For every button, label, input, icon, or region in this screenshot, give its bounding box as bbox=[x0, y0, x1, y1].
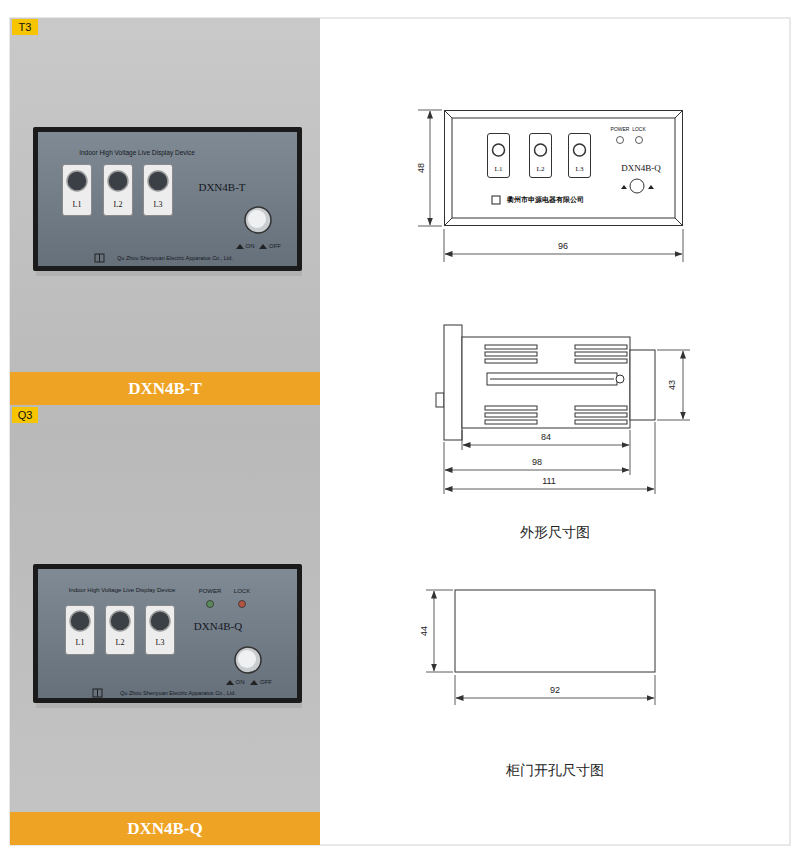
model-title: DXN4B-T bbox=[128, 379, 202, 399]
panel-heading: Indoor High Voltage Live Display Device bbox=[69, 587, 176, 594]
indicator-lamp bbox=[493, 144, 505, 156]
switch-label: OFF bbox=[260, 679, 272, 686]
tag: Q3 bbox=[12, 407, 38, 423]
lamp-label: POWER bbox=[199, 588, 222, 595]
phase-label: L2 bbox=[537, 165, 545, 173]
indicator-lamp bbox=[150, 611, 170, 631]
lamp-label: POWER bbox=[611, 127, 630, 133]
knob bbox=[245, 207, 271, 233]
photo-ground bbox=[10, 18, 320, 845]
indicator-lamp bbox=[110, 611, 130, 631]
indicator-window: L2 bbox=[105, 605, 135, 655]
dimension-label: 48 bbox=[416, 163, 426, 173]
maker-logo bbox=[97, 689, 98, 697]
knob bbox=[630, 179, 644, 193]
lamp-label: LOCK bbox=[632, 127, 646, 133]
indicator-lamp bbox=[535, 144, 547, 156]
tag-text: Q3 bbox=[18, 409, 33, 422]
phase-label: L1 bbox=[73, 200, 82, 209]
model-band: DXN4B-Q bbox=[10, 812, 320, 845]
door-cutout bbox=[455, 590, 655, 672]
model-title: DXN4B-Q bbox=[127, 819, 203, 839]
indicator-window: L3 bbox=[143, 164, 173, 216]
phase-label: L3 bbox=[156, 638, 165, 647]
device-panel: Indoor High Voltage Live Display Device P… bbox=[33, 564, 302, 703]
side-view bbox=[436, 325, 655, 440]
lock-led bbox=[239, 601, 246, 608]
lamp-label: LOCK bbox=[234, 588, 250, 595]
side-view-dimensions bbox=[444, 350, 690, 494]
bezel bbox=[675, 218, 683, 226]
device-panel: Indoor High Voltage Live Display DeviceD… bbox=[33, 127, 302, 271]
phase-label: L1 bbox=[76, 638, 85, 647]
panel-heading: Indoor High Voltage Live Display Device bbox=[79, 149, 195, 156]
indicator-lamp bbox=[148, 171, 168, 191]
dimension-label: 43 bbox=[667, 380, 677, 390]
indicator-window: L2 bbox=[529, 133, 552, 178]
switch-symbol bbox=[236, 244, 244, 249]
model-band: DXN4B-T bbox=[10, 372, 320, 405]
indicator-lamp bbox=[574, 144, 586, 156]
phase-label: L3 bbox=[576, 165, 584, 173]
switch-symbol bbox=[250, 680, 258, 685]
panel-details bbox=[105, 605, 135, 655]
cutout-dimensions bbox=[426, 590, 655, 705]
indicator-window: L1 bbox=[487, 133, 510, 178]
figure-caption: 柜门开孔尺寸图 bbox=[506, 762, 604, 778]
switch-label: ON bbox=[236, 679, 245, 686]
knob-face bbox=[238, 650, 256, 668]
switch-symbol bbox=[259, 244, 267, 249]
switch-symbol bbox=[648, 185, 654, 189]
switch-label: OFF bbox=[269, 243, 281, 250]
knob bbox=[235, 647, 261, 673]
figure-caption: 外形尺寸图 bbox=[520, 524, 590, 540]
indicator-window: L3 bbox=[145, 605, 175, 655]
lock-led bbox=[636, 137, 643, 144]
bezel bbox=[444, 218, 452, 226]
model-text: DXN4B-Q bbox=[621, 163, 661, 173]
dimension-label: 92 bbox=[550, 685, 560, 695]
panel-details bbox=[65, 605, 95, 655]
dimension-label: 84 bbox=[541, 432, 551, 442]
indicator-window: L2 bbox=[103, 164, 133, 216]
maker-logo bbox=[99, 254, 100, 262]
sheet-frame bbox=[10, 18, 790, 845]
tag: T3 bbox=[12, 19, 38, 35]
switch-symbol bbox=[226, 680, 234, 685]
tag-text: T3 bbox=[19, 21, 32, 34]
maker-logo bbox=[93, 689, 102, 697]
maker-logo bbox=[95, 254, 104, 262]
phase-label: L2 bbox=[114, 200, 123, 209]
phase-label: L2 bbox=[116, 638, 125, 647]
indicator-window: L1 bbox=[65, 605, 95, 655]
panel-details bbox=[145, 605, 175, 655]
knob-face bbox=[248, 210, 266, 228]
bezel bbox=[444, 110, 452, 118]
power-led bbox=[207, 601, 214, 608]
indicator-lamp bbox=[67, 171, 87, 191]
dimension-label: 44 bbox=[419, 626, 429, 636]
indicator-lamp bbox=[108, 171, 128, 191]
model-text: DXN4B-T bbox=[198, 181, 245, 194]
dimension-label: 98 bbox=[532, 457, 542, 467]
phase-label: L3 bbox=[154, 200, 163, 209]
bezel bbox=[452, 118, 675, 218]
maker-logo bbox=[492, 196, 500, 204]
front-view-dimensions bbox=[418, 110, 683, 262]
power-led bbox=[617, 137, 624, 144]
front-view: POWERLOCK DXN4B-Q 衢州市申源电器有限公司 L1 L2 L3 bbox=[444, 110, 683, 226]
maker-name: 衢州市申源电器有限公司 bbox=[507, 196, 584, 204]
maker-name: Qu Zhou Shenyuan Electric Apparatus Co.,… bbox=[120, 690, 236, 696]
switch-label: ON bbox=[246, 243, 255, 250]
indicator-window: L1 bbox=[62, 164, 92, 216]
maker-name: Qu Zhou Shenyuan Electric Apparatus Co.,… bbox=[117, 255, 233, 261]
dimension-label: 111 bbox=[542, 476, 556, 486]
indicator-lamp bbox=[70, 611, 90, 631]
bezel bbox=[675, 110, 683, 118]
indicator-window: L3 bbox=[568, 133, 591, 178]
dimension-label: 96 bbox=[558, 241, 568, 251]
phase-label: L1 bbox=[495, 165, 503, 173]
switch-symbol bbox=[621, 185, 627, 189]
model-text: DXN4B-Q bbox=[194, 620, 242, 633]
